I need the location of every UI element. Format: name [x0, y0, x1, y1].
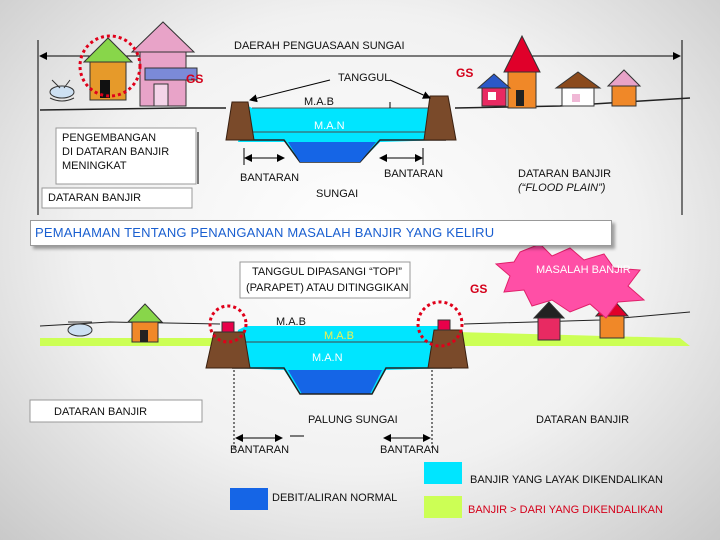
water-high-bottom [230, 326, 452, 394]
legend-label-debit-normal: DEBIT/ALIRAN NORMAL [272, 492, 398, 504]
levee-left [205, 331, 251, 369]
label-pengembangan-1: PENGEMBANGAN [62, 132, 157, 144]
dataran-box [41, 187, 193, 209]
bottom-section [29, 243, 691, 450]
legend-swatch-debit-normal [230, 488, 268, 510]
label-gs-left: GS [186, 72, 204, 86]
dataran-box [29, 399, 203, 423]
label-flood-plain: (“FLOOD PLAIN”) [518, 182, 606, 194]
tanggul-box [239, 261, 411, 299]
highlight-circle [208, 304, 248, 344]
parapet [437, 319, 451, 331]
label-dataran-banjir-left-bottom: DATARAN BANJIR [54, 406, 148, 418]
label-gs-bottom: GS [470, 282, 488, 296]
label-tanggul: TANGGUL [338, 72, 391, 84]
label-bantaran-left-top: BANTARAN [240, 172, 300, 184]
pengembangan-box [55, 127, 197, 185]
house-icon [126, 303, 164, 343]
label-gs-right: GS [456, 66, 474, 80]
highlight-circle [416, 300, 464, 348]
label-dataran-banjir-left-top: DATARAN BANJIR [48, 192, 142, 204]
water-normal-top [288, 142, 376, 162]
bird-icon [49, 79, 75, 102]
legend-label-banjir-layak: BANJIR YANG LAYAK DIKENDALIKAN [470, 474, 663, 486]
label-bantaran-left-bottom: BANTARAN [230, 444, 290, 456]
highlight-circle [78, 34, 142, 98]
levee-right [427, 329, 469, 369]
label-masalah-banjir: MASALAH BANJIR [536, 264, 631, 276]
label-tanggul-box-1: TANGGUL DIPASANGI “TOPI” [252, 266, 402, 278]
levee-left [225, 101, 255, 141]
masalah-burst [494, 243, 646, 319]
label-mab-bottom: M.A.B [276, 316, 306, 328]
label-mab-bottom-2: M.A.B [324, 330, 354, 342]
legend-swatch-banjir-lebih [424, 496, 462, 518]
label-bantaran-right-top: BANTARAN [384, 168, 444, 180]
label-palung-sungai: PALUNG SUNGAI [308, 414, 398, 426]
label-man-bottom: M.A.N [312, 352, 343, 364]
label-mab-top: M.A.B [304, 96, 334, 108]
dike-bar [144, 67, 198, 81]
bird-icon [67, 321, 93, 337]
label-tanggul-box-2: (PARAPET) ATAU DITINGGIKAN [246, 282, 409, 294]
banner-text: PEMAHAMAN TENTANG PENANGANAN MASALAH BAN… [35, 225, 495, 240]
house-icon [554, 71, 602, 107]
banner: PEMAHAMAN TENTANG PENANGANAN MASALAH BAN… [30, 220, 612, 246]
label-pengembangan-2: DI DATARAN BANJIR [62, 146, 170, 158]
levee-right [423, 95, 457, 141]
label-man-top: M.A.N [314, 120, 345, 132]
parapet [221, 321, 235, 333]
label-sungai: SUNGAI [316, 188, 359, 200]
legend-label-banjir-lebih: BANJIR > DARI YANG DIKENDALIKAN [468, 504, 663, 516]
legend-swatch-banjir-layak [424, 462, 462, 484]
house-icon [606, 69, 642, 107]
label-bantaran-right-bottom: BANTARAN [380, 444, 440, 456]
title-daerah: DAERAH PENGUASAAN SUNGAI [234, 40, 405, 52]
label-pengembangan-3: MENINGKAT [62, 160, 127, 172]
house-icon [532, 301, 566, 341]
top-section [37, 21, 691, 215]
water-normal-bottom [288, 370, 382, 394]
label-dataran-banjir-right-bottom: DATARAN BANJIR [536, 414, 630, 426]
house-icon [476, 73, 512, 107]
flood-overflow [40, 332, 690, 346]
label-dataran-banjir-right-top: DATARAN BANJIR [518, 168, 612, 180]
house-icon [503, 34, 541, 109]
